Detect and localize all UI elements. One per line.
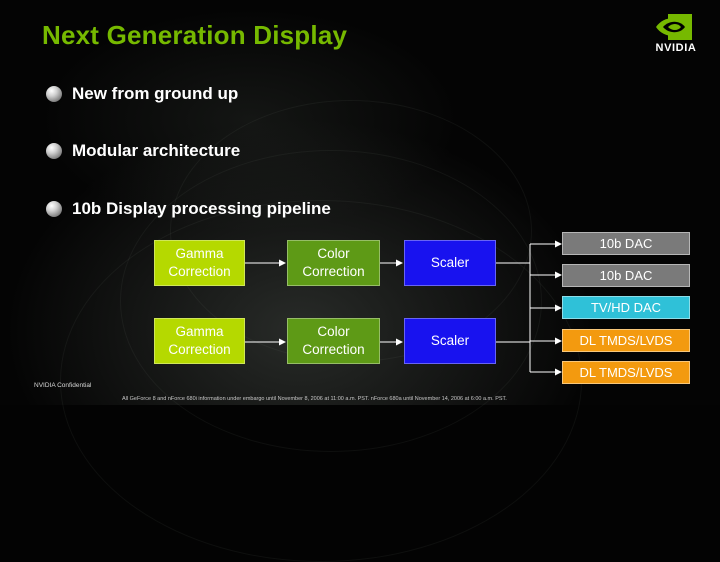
- output-10b-dac-1: 10b DAC: [562, 232, 690, 255]
- embargo-notice: All GeForce 8 and nForce 680i informatio…: [122, 396, 507, 402]
- output-tv-hd-dac: TV/HD DAC: [562, 296, 690, 319]
- bullet-item: 10b Display processing pipeline: [46, 198, 331, 220]
- output-dl-tmds-lvds-2: DL TMDS/LVDS: [562, 361, 690, 384]
- bullet-text: 10b Display processing pipeline: [72, 199, 331, 218]
- block-label: Scaler: [430, 255, 470, 270]
- nvidia-logo: NVIDIA: [646, 12, 706, 60]
- scaler-block-2: Scaler: [404, 318, 496, 364]
- block-label-line: Color: [317, 246, 350, 261]
- block-label-line: Gamma: [175, 324, 224, 339]
- bullet-sphere-icon: [46, 86, 62, 102]
- output-dl-tmds-lvds-1: DL TMDS/LVDS: [562, 329, 690, 352]
- bullet-sphere-icon: [46, 201, 62, 217]
- block-label-line: Correction: [168, 264, 231, 279]
- gamma-correction-block-1: Gamma Correction: [154, 240, 245, 286]
- color-correction-block-1: Color Correction: [287, 240, 380, 286]
- bullet-text: New from ground up: [72, 84, 239, 103]
- block-label: Scaler: [430, 333, 470, 348]
- pipeline-connectors: [245, 240, 562, 376]
- slide-title: Next Generation Display: [42, 20, 348, 50]
- block-label-line: Color: [317, 324, 350, 339]
- output-10b-dac-2: 10b DAC: [562, 264, 690, 287]
- bullet-text: Modular architecture: [72, 141, 241, 160]
- confidential-label: NVIDIA Confidential: [34, 382, 92, 389]
- bullet-item: Modular architecture: [46, 140, 240, 162]
- gamma-correction-block-2: Gamma Correction: [154, 318, 245, 364]
- color-correction-block-2: Color Correction: [287, 318, 380, 364]
- block-label-line: Correction: [302, 342, 365, 357]
- block-label-line: Gamma: [175, 246, 224, 261]
- scaler-block-1: Scaler: [404, 240, 496, 286]
- nvidia-eye-icon: [656, 14, 692, 40]
- bullet-item: New from ground up: [46, 83, 238, 105]
- block-label-line: Correction: [302, 264, 365, 279]
- bullet-sphere-icon: [46, 143, 62, 159]
- logo-wordmark: NVIDIA: [655, 42, 697, 54]
- block-label-line: Correction: [168, 342, 231, 357]
